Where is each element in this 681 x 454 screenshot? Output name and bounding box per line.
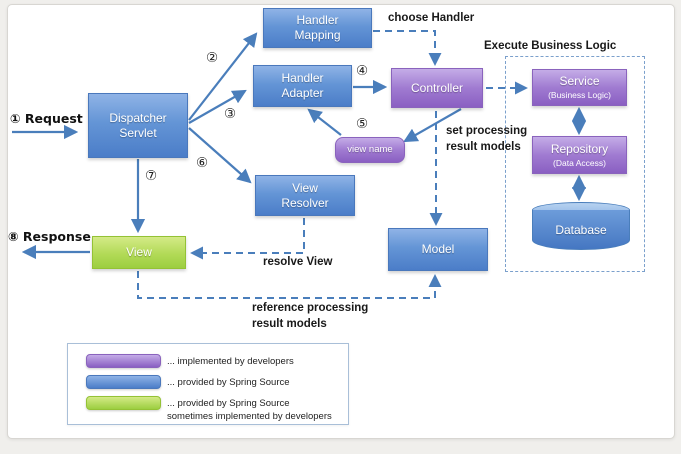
view-name-label: view name [347,144,393,156]
view-name-node: view name [335,137,405,163]
set-processing-annotation: set processing result models [446,125,528,153]
legend-swatch-blue [86,375,161,389]
service-sublabel: (Business Logic) [548,90,611,101]
execute-business-logic-annotation: Execute Business Logic [484,40,617,52]
repository-node: Repository (Data Access) [532,136,627,174]
legend-box: ... implemented by developers ... provid… [67,343,349,425]
view-resolver-label: View Resolver [281,180,329,210]
database-label: Database [555,222,607,237]
controller-node: Controller [391,68,483,108]
service-label: Service [559,74,600,89]
step-3-badge: ③ [224,106,237,122]
business-logic-container [505,56,645,272]
request-label: ① Request [10,111,83,126]
step-4-badge: ④ [356,63,369,79]
database-node: Database [532,210,630,250]
view-node: View [92,236,186,269]
repository-label: Repository [550,141,609,156]
dispatcher-servlet-label: Dispatcher Servlet [109,110,167,140]
legend-label-green: ... provided by Spring Source sometimes … [167,398,332,422]
view-label: View [126,245,152,259]
handler-adapter-label: Handler Adapter [281,71,324,100]
handler-mapping-node: Handler Mapping [263,8,372,48]
resolve-view-annotation: resolve View [263,256,333,268]
reference-processing-annotation: reference processing result models [252,302,369,330]
model-label: Model [421,242,455,256]
repository-sublabel: (Data Access) [553,157,606,168]
legend-label-blue: ... provided by Spring Source [167,377,290,388]
view-resolver-node: View Resolver [255,175,355,216]
service-node: Service (Business Logic) [532,69,627,106]
controller-label: Controller [410,80,464,95]
legend-label-purple: ... implemented by developers [167,356,294,367]
legend-swatch-purple [86,354,161,368]
step-6-badge: ⑥ [196,155,209,171]
step-7-badge: ⑦ [145,168,158,184]
step-2-badge: ② [206,50,219,66]
choose-handler-annotation: choose Handler [388,12,475,24]
step-5-badge: ⑤ [356,116,369,132]
legend-swatch-green [86,396,161,410]
model-node: Model [388,228,488,271]
response-label: ⑧ Response [8,229,91,244]
handler-mapping-label: Handler Mapping [294,13,341,42]
dispatcher-servlet-node: Dispatcher Servlet [88,93,188,158]
handler-adapter-node: Handler Adapter [253,65,352,107]
